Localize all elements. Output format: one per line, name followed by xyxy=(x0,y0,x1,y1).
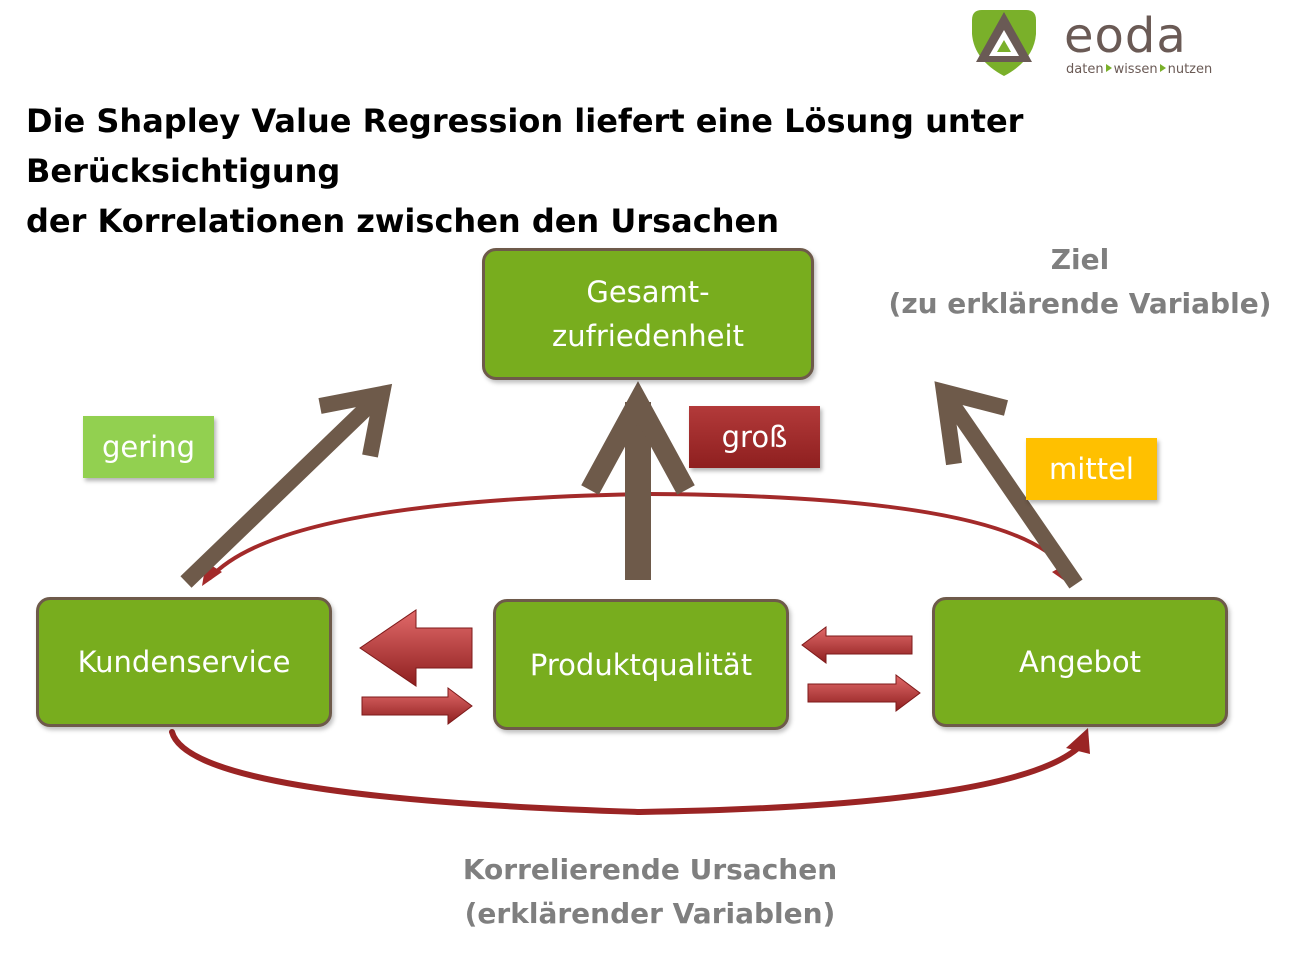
effect-tag-gering: gering xyxy=(83,416,214,478)
effect-tag-label: mittel xyxy=(1049,452,1134,486)
effect-tag-mittel: mittel xyxy=(1026,438,1157,500)
causes-caption-line: (erklärender Variablen) xyxy=(464,897,836,930)
eoda-shield-logo-icon xyxy=(972,10,1036,76)
node-label: Kundenservice xyxy=(77,645,291,679)
node-angebot: Angebot xyxy=(932,597,1228,727)
logo-tagline-word: daten xyxy=(1066,62,1104,77)
effect-tag-gross: groß xyxy=(689,406,820,468)
node-label-line: zufriedenheit xyxy=(552,319,744,353)
triangle-right-icon xyxy=(1159,64,1166,72)
correlation-arc-bottom-head xyxy=(1066,728,1090,754)
node-produktqualitaet: Produktqualität xyxy=(493,599,789,730)
node-gesamtzufriedenheit: Gesamt- zufriedenheit xyxy=(482,248,814,380)
goal-caption-line: Ziel xyxy=(1050,243,1110,276)
slide-heading: Die Shapley Value Regression liefert ein… xyxy=(26,96,1296,246)
goal-caption: Ziel (zu erklärende Variable) xyxy=(880,238,1280,326)
big-arrow-left xyxy=(359,609,473,687)
triangle-right-icon xyxy=(1105,64,1112,72)
eoda-logo: eoda daten wissen nutzen xyxy=(964,4,1254,84)
small-arrow-right xyxy=(807,674,921,712)
small-arrow-right xyxy=(361,687,473,725)
effect-tag-label: gering xyxy=(101,430,196,464)
node-kundenservice: Kundenservice xyxy=(36,597,332,727)
goal-caption-line: (zu erklärende Variable) xyxy=(888,287,1272,320)
effect-tag-label: groß xyxy=(721,420,788,454)
causes-caption: Korrelierende Ursachen (erklärender Vari… xyxy=(400,848,900,936)
node-label-line: Gesamt- xyxy=(586,275,710,309)
small-arrow-left xyxy=(801,626,913,664)
effect-arrow-right xyxy=(934,381,1083,589)
causes-caption-line: Korrelierende Ursachen xyxy=(462,853,838,886)
node-label: Produktqualität xyxy=(529,647,753,682)
correlation-arc-bottom xyxy=(169,729,1081,816)
logo-tagline-word: nutzen xyxy=(1167,62,1213,77)
logo-wordmark: eoda xyxy=(1064,8,1187,64)
node-label: Angebot xyxy=(1019,645,1141,679)
effect-arrow-left xyxy=(180,383,393,588)
logo-tagline-word: wissen xyxy=(1113,62,1158,77)
slide-heading-line: Die Shapley Value Regression liefert ein… xyxy=(26,102,1024,190)
effect-arrow-center xyxy=(581,381,695,580)
logo-tagline: daten wissen nutzen xyxy=(1066,62,1212,78)
slide-heading-line: der Korrelationen zwischen den Ursachen xyxy=(26,202,779,240)
